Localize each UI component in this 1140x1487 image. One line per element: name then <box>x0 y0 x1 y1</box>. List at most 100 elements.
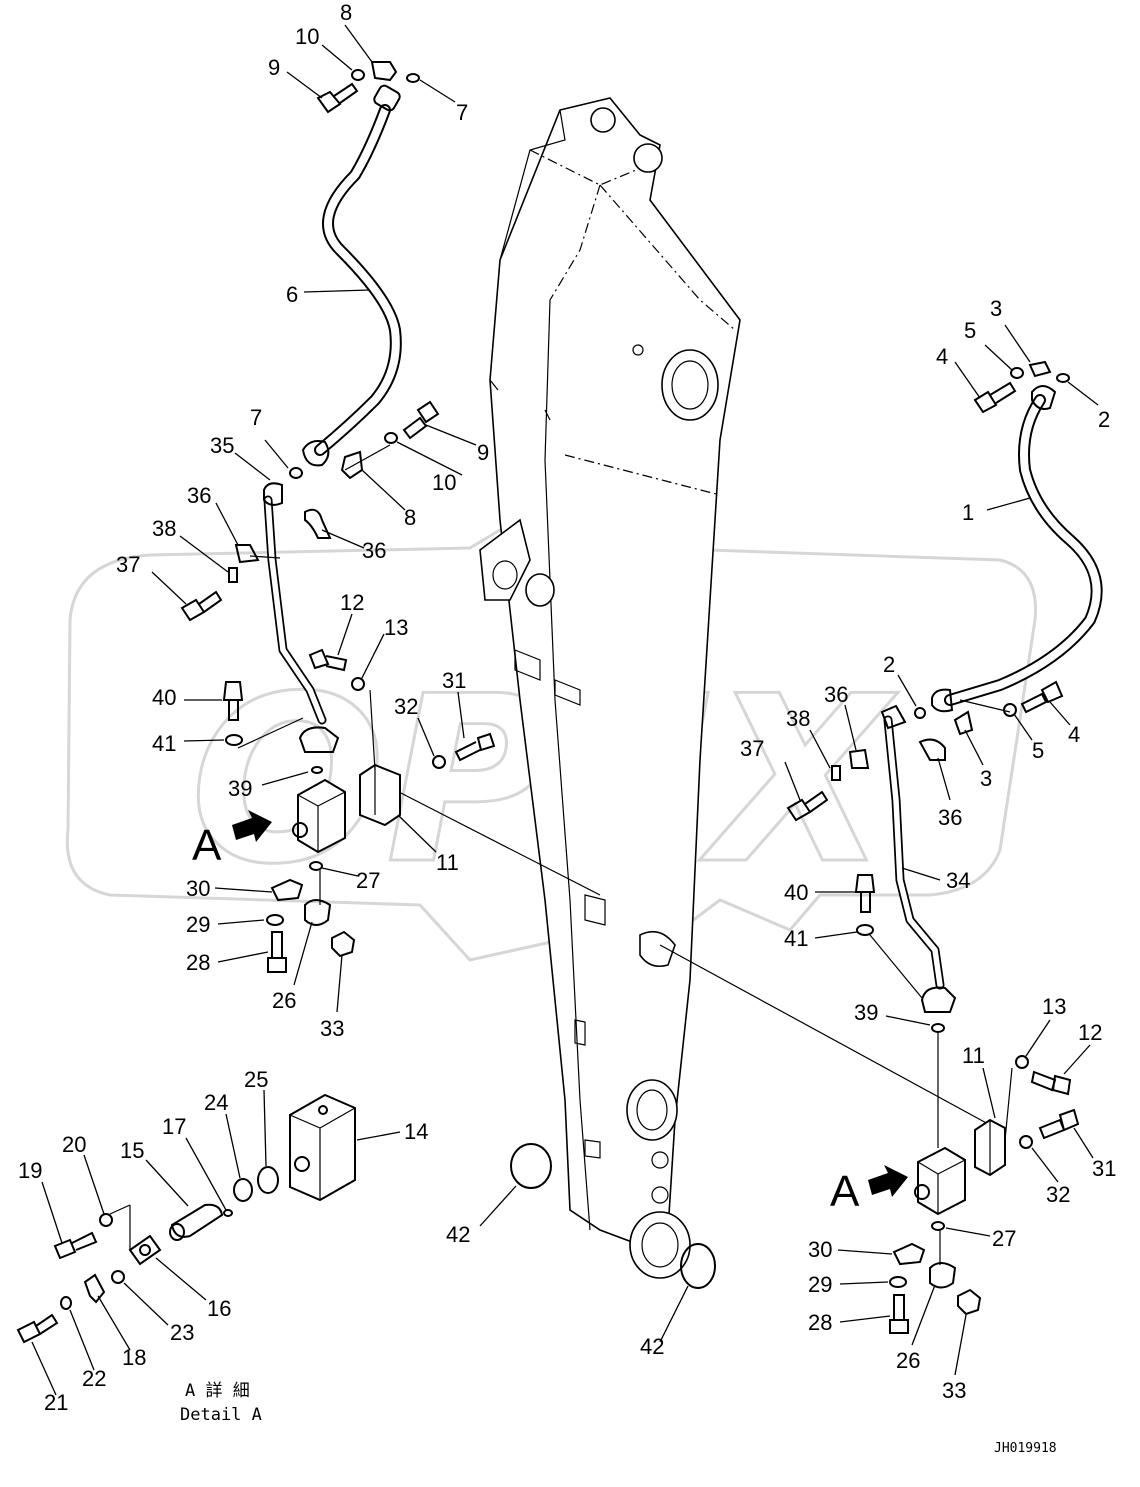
callout: 32 <box>1046 1182 1070 1207</box>
bolt-9-mid <box>402 400 440 440</box>
callout: 31 <box>1092 1156 1116 1181</box>
washer-22-detail <box>60 1296 72 1310</box>
oring-39-right <box>931 1023 945 1033</box>
callout: 42 <box>640 1334 664 1359</box>
bolt-31-right <box>1038 1108 1080 1140</box>
callout: 27 <box>992 1226 1016 1251</box>
callout: 5 <box>1032 738 1044 763</box>
callout: 13 <box>1042 994 1066 1019</box>
callout: 2 <box>1098 407 1110 432</box>
oring-27-left <box>309 861 323 871</box>
clamp-8-mid <box>340 450 364 480</box>
callout: 4 <box>1068 722 1080 747</box>
washer-10-top <box>351 69 365 81</box>
callout: 9 <box>268 55 280 80</box>
bolt-12-right <box>1030 1070 1072 1096</box>
callout: 38 <box>152 516 176 541</box>
callout: 28 <box>808 1310 832 1335</box>
callout: 30 <box>808 1237 832 1262</box>
callout: 7 <box>250 405 262 430</box>
callout: 20 <box>62 1132 86 1157</box>
callout: 14 <box>404 1119 428 1144</box>
clip-36-c <box>848 748 870 769</box>
callout: 35 <box>210 433 234 458</box>
callout: 5 <box>964 318 976 343</box>
callout: 28 <box>186 950 210 975</box>
callout: 27 <box>356 868 380 893</box>
arrow-A-left <box>232 810 272 842</box>
washer-29-left <box>266 914 284 926</box>
leader-lines <box>31 24 1099 1396</box>
callout: 16 <box>207 1296 231 1321</box>
block-14-left <box>292 778 346 854</box>
oring-2-top <box>1056 373 1070 383</box>
block-14-detail <box>289 1093 356 1202</box>
callout: 2 <box>883 652 895 677</box>
bolt-21-detail <box>16 1313 59 1344</box>
plug-42-left <box>510 1143 552 1189</box>
washer-32-left <box>432 755 446 769</box>
callout: 18 <box>122 1345 146 1370</box>
clip-36-a <box>234 544 260 564</box>
callout: 3 <box>980 766 992 791</box>
pipe-35 <box>263 482 340 753</box>
callout: 19 <box>18 1158 42 1183</box>
callout: 36 <box>938 805 962 830</box>
callout: 10 <box>432 470 456 495</box>
bolt-12-left <box>308 648 348 672</box>
detail-caption-en: Detail A <box>180 1405 262 1425</box>
oring-27-right <box>931 1221 945 1231</box>
hose-6 <box>301 84 402 467</box>
callout: 25 <box>244 1067 268 1092</box>
callout: 38 <box>786 706 810 731</box>
callout: 41 <box>784 926 808 951</box>
callout: 11 <box>962 1043 985 1068</box>
callout: 6 <box>286 282 298 307</box>
clamp-3-mid <box>953 710 974 736</box>
callout: 26 <box>272 988 296 1013</box>
callouts-top-left: 8 10 9 7 6 7 9 10 8 35 36 36 38 37 12 13… <box>116 0 489 1041</box>
assembly-lines <box>394 789 991 1126</box>
callout: 29 <box>186 912 210 937</box>
valve-15-detail <box>169 1203 224 1241</box>
oring-39-left <box>311 766 323 774</box>
callout: 40 <box>152 685 176 710</box>
callout: 23 <box>170 1320 194 1345</box>
lock-18-detail <box>83 1273 106 1304</box>
callout: 37 <box>116 552 140 577</box>
bolt-4-mid <box>1020 680 1064 714</box>
plug-42-right <box>680 1243 716 1289</box>
callout: 39 <box>854 1000 878 1025</box>
nut-23-detail <box>111 1270 125 1284</box>
bolt-40-left <box>222 681 244 721</box>
nut-33-left <box>331 930 356 958</box>
callout: 7 <box>456 100 468 125</box>
callout: 36 <box>187 483 211 508</box>
callout: 17 <box>162 1114 186 1139</box>
washer-13-right <box>1015 1055 1029 1069</box>
clamp-30-right <box>892 1242 926 1266</box>
callout: 1 <box>962 500 974 525</box>
bolt-37-a <box>180 590 223 622</box>
callouts-right: 3 5 4 2 1 2 36 38 37 5 4 3 36 34 40 41 3… <box>740 296 1116 1403</box>
bolt-37-b <box>786 790 829 822</box>
callout: 30 <box>186 876 210 901</box>
callout: 13 <box>384 615 408 640</box>
callout: 33 <box>942 1378 966 1403</box>
callout: 24 <box>204 1090 228 1115</box>
callout: 21 <box>44 1390 68 1415</box>
callouts-boom: 42 42 <box>446 1222 664 1359</box>
callout: 15 <box>120 1138 144 1163</box>
drawing-code: JH019918 <box>994 1441 1057 1456</box>
callout: 40 <box>784 880 808 905</box>
callout: 36 <box>362 538 386 563</box>
bolt-4-top <box>973 381 1017 414</box>
cover-16-detail <box>128 1234 162 1266</box>
plate-38-b <box>831 765 841 781</box>
bolt-9-top <box>316 82 359 114</box>
clip-36-b <box>304 508 332 539</box>
view-marker-left: A <box>192 821 222 870</box>
arrow-A-right <box>868 1165 908 1197</box>
callouts-detail: 25 24 17 14 20 15 19 16 23 18 22 21 <box>18 1067 428 1415</box>
flange-26-left <box>304 899 332 926</box>
